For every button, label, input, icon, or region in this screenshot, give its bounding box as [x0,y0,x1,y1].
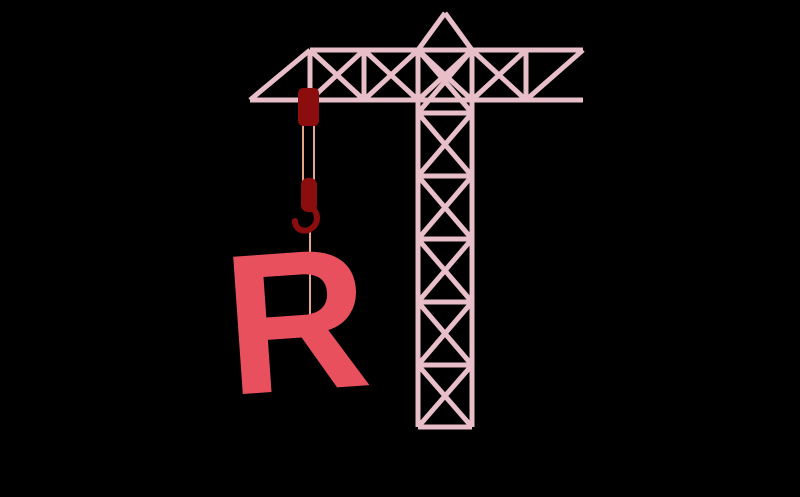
mast-diag-1b [416,48,474,115]
letter-r: R [217,205,377,438]
hook-curve [292,203,320,234]
mast-diag-6b [416,363,474,429]
a-frame-apex [415,11,475,52]
jib-truss [248,47,585,103]
jib-right-slope [524,48,585,102]
jib-left-slope [248,48,312,102]
mast-diag-3b [416,174,474,241]
trolley-block [298,88,319,126]
mast-diag-2b [416,111,474,178]
trolley-body [298,88,319,126]
apex-right-leg [442,11,475,52]
hook-block [301,178,317,212]
apex-left-leg [415,11,448,52]
jib-diag-4b [470,48,528,102]
payload-letter: R [217,205,377,438]
mast-tower [415,47,475,430]
lifting-hook-assembly [292,178,320,234]
mast-diag-5b [416,300,474,367]
jib-diag-1b [308,48,366,102]
jib-diag-2b [362,48,420,102]
mast-diag-4b [416,237,474,304]
